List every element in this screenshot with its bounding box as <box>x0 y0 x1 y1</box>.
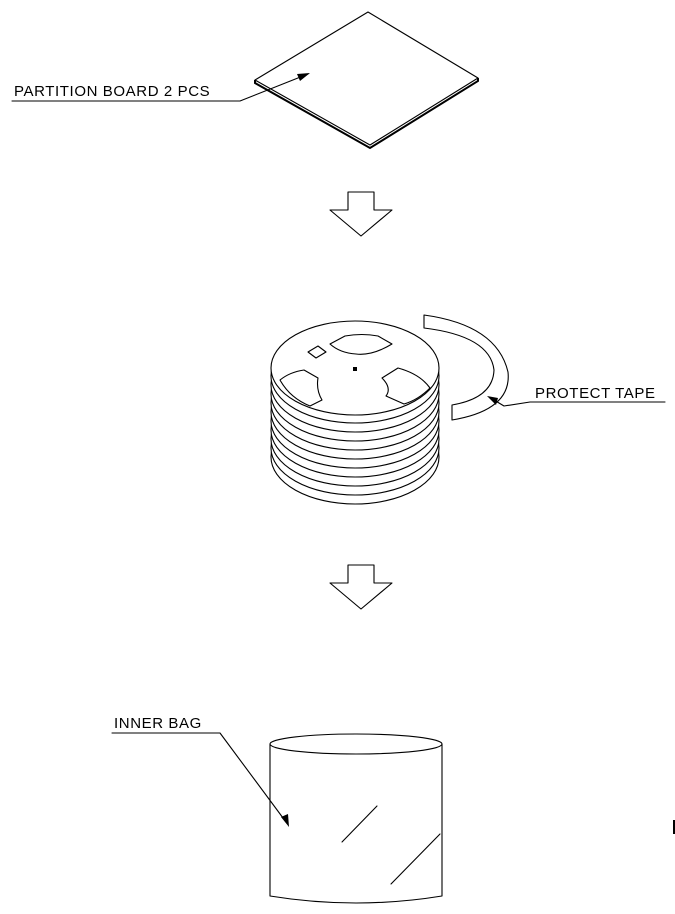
reel-stack <box>270 320 440 505</box>
edge-mark <box>673 820 675 834</box>
down-arrow-icon <box>329 191 393 237</box>
inner-bag <box>269 733 443 904</box>
down-arrow-icon <box>329 564 393 610</box>
protect-tape-label: PROTECT TAPE <box>535 385 656 402</box>
inner-bag-label: INNER BAG <box>114 715 202 732</box>
partition-board-label: PARTITION BOARD 2 PCS <box>14 83 210 100</box>
inner-bag-leader <box>111 732 289 827</box>
protect-tape-leader <box>487 396 666 407</box>
partition-board <box>254 11 479 150</box>
partition-board-leader <box>11 73 310 102</box>
protect-tape <box>423 314 509 421</box>
